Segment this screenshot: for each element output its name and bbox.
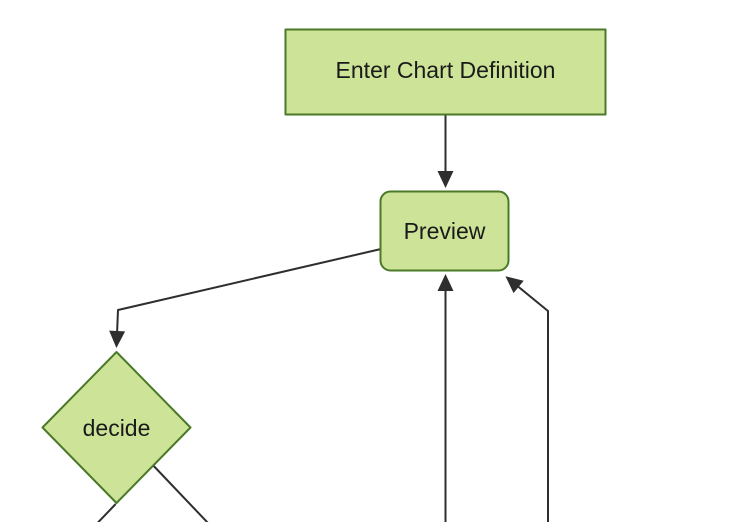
edge-decide-out-bottom-right	[148, 460, 209, 522]
decide-label: decide	[83, 415, 151, 441]
node-preview: Preview	[379, 190, 510, 272]
edge-preview-to-decide	[109, 248, 382, 348]
node-enter-chart-definition: Enter Chart Definition	[284, 28, 607, 116]
decide-diamond	[41, 351, 192, 504]
preview-rect	[379, 190, 510, 272]
enter-chart-definition-rect	[284, 28, 607, 116]
edge-decide-out-bottom-left	[97, 503, 117, 522]
enter-chart-definition-label: Enter Chart Definition	[336, 57, 556, 83]
edge-return-right-to-preview	[505, 276, 549, 522]
node-decide: decide	[41, 351, 192, 504]
preview-label: Preview	[404, 218, 486, 244]
